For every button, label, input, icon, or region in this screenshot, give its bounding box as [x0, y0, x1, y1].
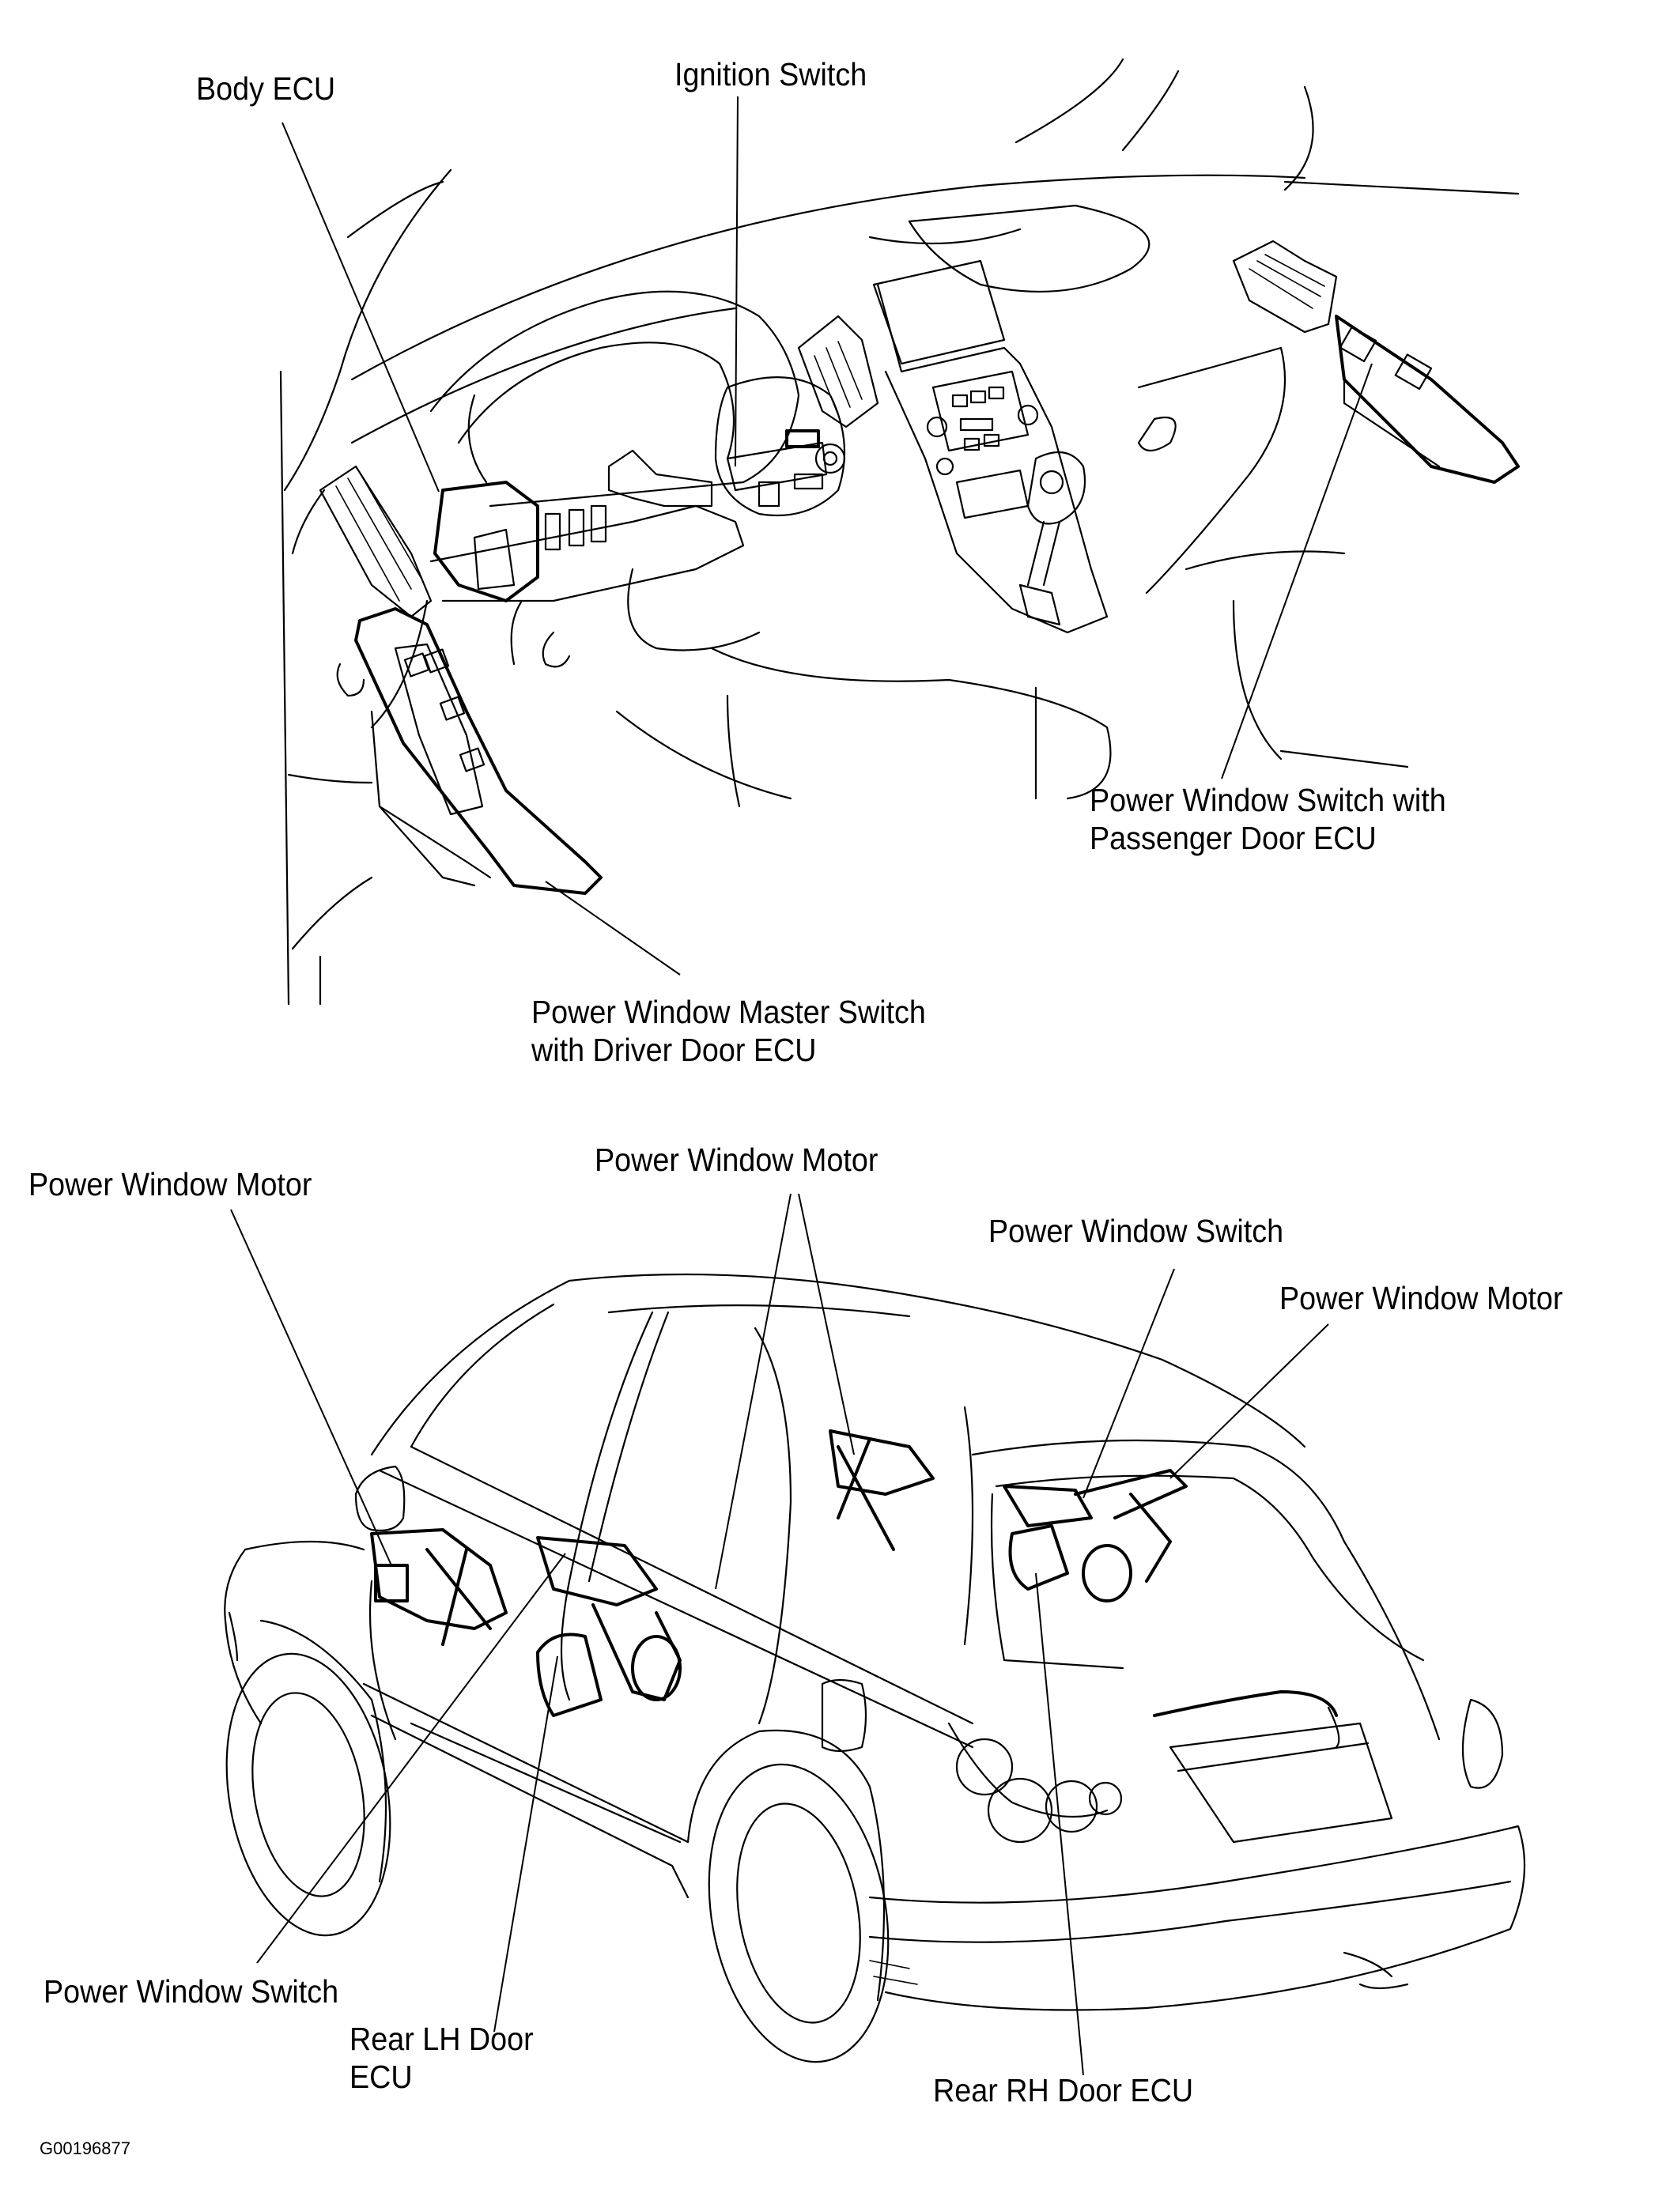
label-motor-front-left: Power Window Motor	[28, 1166, 312, 1202]
rear-lh-switch-assembly	[536, 1536, 658, 1606]
rear-rh-ecu-box	[1008, 1524, 1069, 1591]
label-rear-lh-door-ecu: Rear LH Door ECU	[349, 2020, 550, 2096]
label-switch-rear-left: Power Window Switch	[43, 1973, 339, 2010]
front-door-motor-assembly	[370, 1528, 508, 1630]
label-body-ecu: Body ECU	[196, 70, 336, 107]
label-rear-lh-door-ecu-line1: Rear LH Door	[349, 2021, 534, 2057]
label-master-window-switch: Power Window Master Switch with Driver D…	[531, 993, 960, 1069]
body-ecu-box	[433, 481, 539, 602]
figure-id: G00196877	[40, 2138, 130, 2158]
label-motor-center: Power Window Motor	[595, 1142, 878, 1178]
label-rear-lh-door-ecu-line2: ECU	[349, 2059, 413, 2095]
rear-lh-ecu-box	[536, 1633, 603, 1717]
driver-master-switch-shape	[354, 607, 603, 895]
bottom-leader-lines	[230, 1193, 1329, 2076]
label-ignition-switch: Ignition Switch	[674, 56, 867, 92]
windshield-edge	[1014, 58, 1124, 144]
rear-rh-switch-assembly	[1003, 1485, 1093, 1527]
dashboard-illustration	[279, 58, 1520, 1006]
passenger-window-switch-shape	[1335, 315, 1520, 484]
label-rear-rh-door-ecu: Rear RH Door ECU	[933, 2072, 1194, 2108]
label-master-window-switch-line2: with Driver Door ECU	[531, 1032, 817, 1068]
license-plate-recess	[1169, 1722, 1393, 1844]
label-passenger-window-switch-line1: Power Window Switch with	[1090, 782, 1446, 818]
label-passenger-window-switch: Power Window Switch with Passenger Door …	[1090, 781, 1477, 857]
label-master-window-switch-line1: Power Window Master Switch	[531, 994, 926, 1030]
label-switch-rear-right: Power Window Switch	[988, 1213, 1284, 1249]
label-passenger-window-switch-line2: Passenger Door ECU	[1090, 820, 1377, 856]
vehicle-illustration	[224, 1273, 1526, 2063]
roof-line	[568, 1273, 1306, 1448]
top-leader-lines	[281, 96, 1373, 976]
label-motor-rear-right: Power Window Motor	[1279, 1280, 1563, 1316]
